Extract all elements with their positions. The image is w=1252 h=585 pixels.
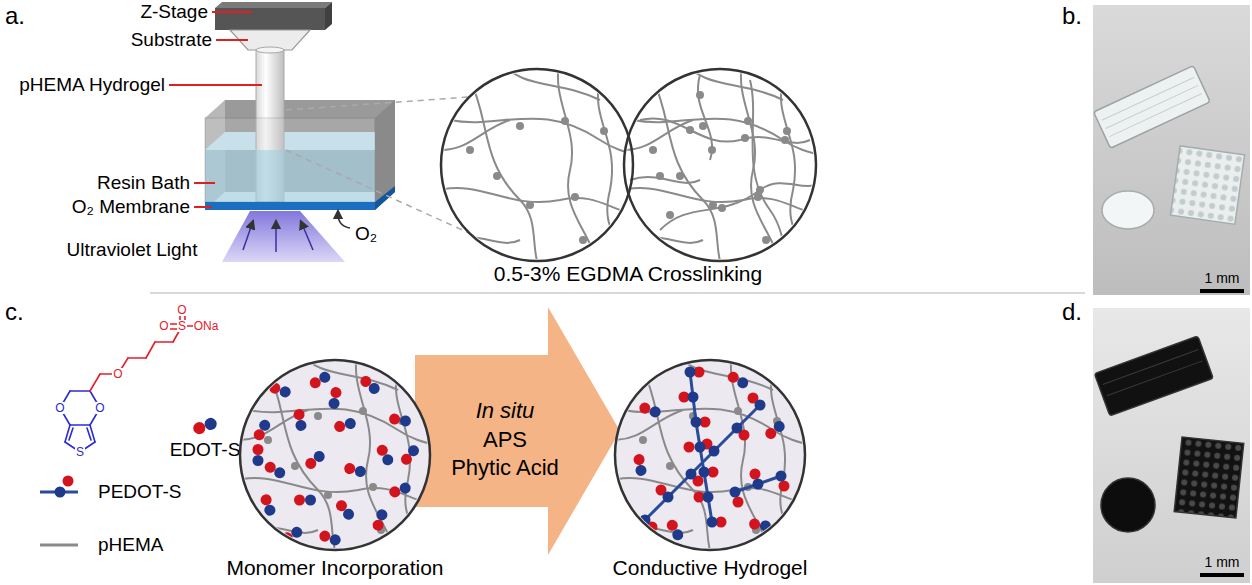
part-label: O₂ Membrane xyxy=(72,196,190,218)
atom-label: O xyxy=(112,368,123,380)
panel-letter: a. xyxy=(5,2,25,30)
edot-s-structure xyxy=(60,310,206,452)
arrow-outline xyxy=(415,307,620,555)
photo-conductive-hydrogels xyxy=(1093,308,1250,583)
panel-letter: d. xyxy=(1062,298,1082,326)
atom-label: O xyxy=(94,402,105,414)
atom-label: S xyxy=(75,446,85,458)
gas-label: O₂ xyxy=(355,223,377,245)
part-label: Ultraviolet Light xyxy=(67,239,198,261)
part-label: pHEMA Hydrogel xyxy=(19,74,165,96)
scale-label: 1 mm xyxy=(1205,554,1240,570)
part-label: Z-Stage xyxy=(140,1,208,23)
scale-label: 1 mm xyxy=(1205,270,1240,286)
process-arrow: In situAPSPhytic Acid xyxy=(415,307,620,555)
conductive-circle xyxy=(613,350,833,560)
printer-schematic xyxy=(205,2,395,262)
panel-letter: b. xyxy=(1062,2,1082,30)
atom-label: ONa xyxy=(193,320,220,332)
legend-text: pHEMA xyxy=(98,534,163,556)
condition-text: APS xyxy=(430,426,580,455)
arrow-text: In situAPSPhytic Acid xyxy=(430,397,580,483)
atom-label: O xyxy=(158,320,169,332)
legend-text: EDOT-S xyxy=(170,439,241,461)
atom-label: S xyxy=(177,320,187,332)
condition-text: Phytic Acid xyxy=(430,454,580,483)
part-label: Resin Bath xyxy=(97,172,190,194)
atom-label: O xyxy=(54,402,65,414)
part-label: Substrate xyxy=(131,29,212,51)
panel-separator xyxy=(150,292,1085,294)
condition-text: In situ xyxy=(430,397,580,426)
network-circles xyxy=(440,60,843,270)
photo-clear-hydrogels xyxy=(1093,5,1250,295)
atom-label: O xyxy=(176,304,187,316)
caption-label: 0.5-3% EGDMA Crosslinking xyxy=(494,262,762,286)
caption-label: Monomer Incorporation xyxy=(226,556,443,580)
panel-letter: c. xyxy=(5,298,24,326)
legend-samples xyxy=(40,416,218,545)
caption-label: Conductive Hydrogel xyxy=(613,556,808,580)
legend-text: PEDOT-S xyxy=(98,481,181,503)
